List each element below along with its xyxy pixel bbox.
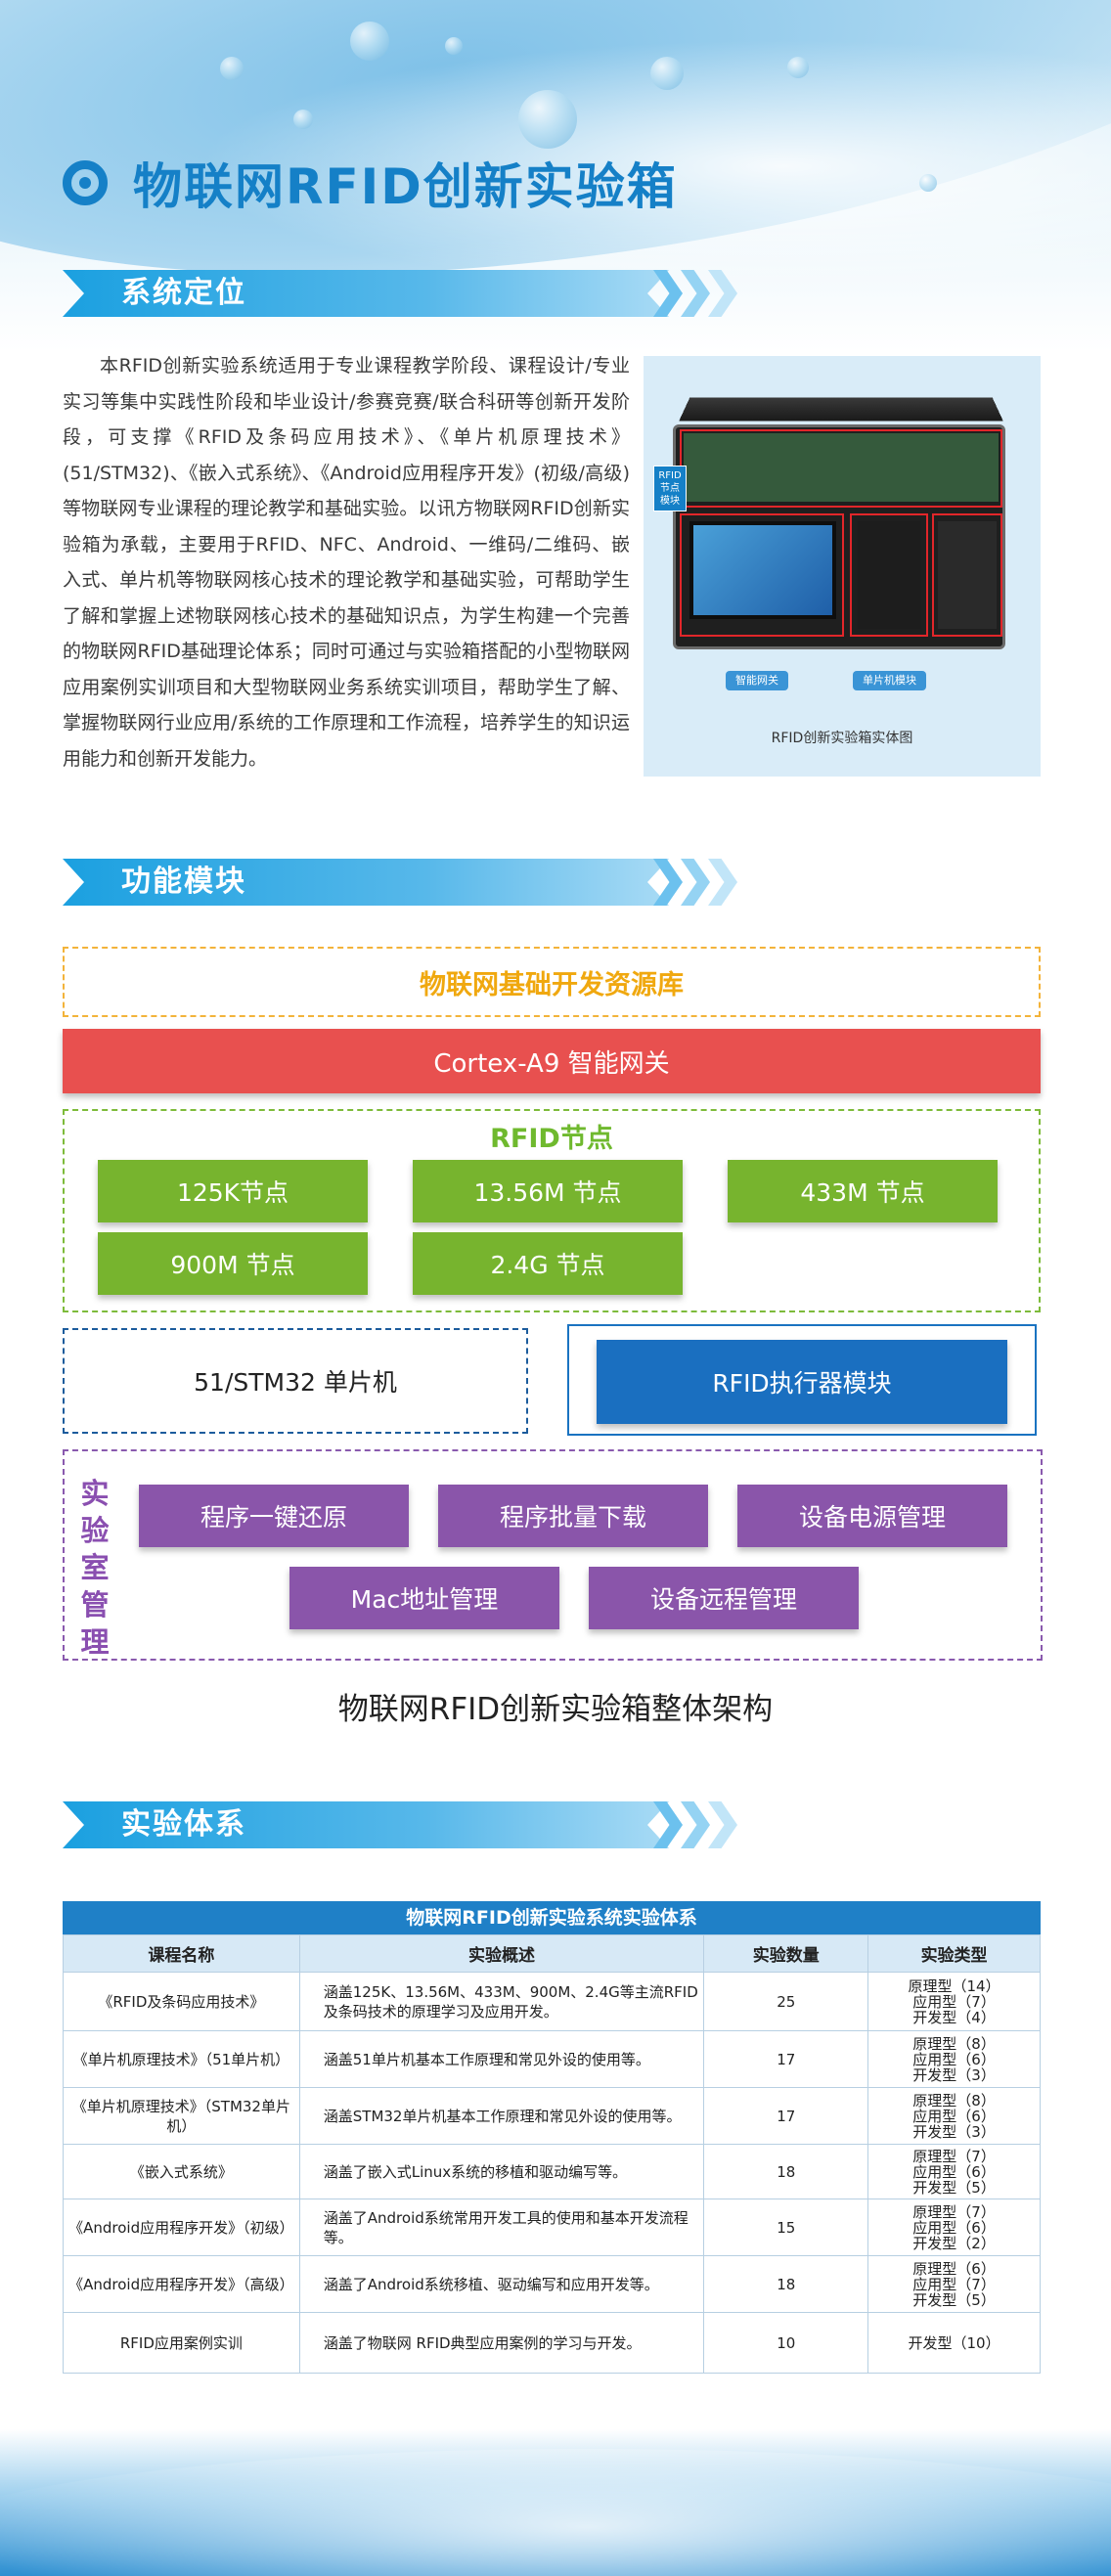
type-entry: 开发型（2） bbox=[912, 2234, 996, 2252]
type-cell: 原理型（8）应用型（6）开发型（3） bbox=[867, 2087, 1041, 2145]
table-header: 课程名称 bbox=[63, 1934, 300, 1973]
table-row: 《Android应用程序开发》（初级）涵盖了Android系统常用开发工具的使用… bbox=[63, 2198, 1041, 2256]
type-cell: 原理型（8）应用型（6）开发型（3） bbox=[867, 2030, 1041, 2088]
footer-background bbox=[0, 2429, 1111, 2576]
count-cell: 17 bbox=[703, 2087, 869, 2145]
executor-box: RFID执行器模块 bbox=[567, 1324, 1037, 1436]
node-125k: 125K节点 bbox=[98, 1160, 368, 1222]
type-entry: 开发型（3） bbox=[912, 2065, 996, 2084]
description-cell: 涵盖了嵌入式Linux系统的移植和驱动编写等。 bbox=[298, 2144, 705, 2199]
section-title: 功能模块 bbox=[121, 865, 246, 899]
resource-library-box: 物联网基础开发资源库 bbox=[63, 947, 1041, 1017]
course-name-cell: 《单片机原理技术》（STM32单片机） bbox=[63, 2087, 300, 2145]
course-name-cell: RFID应用案例实训 bbox=[63, 2312, 300, 2374]
description-cell: 涵盖了Android系统常用开发工具的使用和基本开发流程等。 bbox=[298, 2198, 705, 2256]
lab-item-restore: 程序一键还原 bbox=[139, 1485, 409, 1547]
lab-group-title: 实验室管理 bbox=[80, 1477, 110, 1659]
section-title: 系统定位 bbox=[121, 276, 246, 310]
type-entry: 应用型（7） bbox=[912, 1992, 996, 2011]
rfid-node-group: RFID节点 125K节点 13.56M 节点 433M 节点 900M 节点 … bbox=[63, 1109, 1041, 1312]
type-entry: 开发型（5） bbox=[912, 2290, 996, 2309]
table-row: 《单片机原理技术》（STM32单片机）涵盖STM32单片机基本工作原理和常见外设… bbox=[63, 2087, 1041, 2145]
tag-gateway: 智能网关 bbox=[726, 671, 788, 690]
page-title-row: 物联网RFID创新实验箱 bbox=[63, 149, 678, 217]
architecture-caption: 物联网RFID创新实验箱整体架构 bbox=[337, 1692, 774, 1727]
type-entry: 原理型（7） bbox=[912, 2147, 996, 2165]
lab-item-batch-download: 程序批量下载 bbox=[438, 1485, 708, 1547]
table-row: 《Android应用程序开发》（高级）涵盖了Android系统移植、驱动编写和应… bbox=[63, 2255, 1041, 2313]
section-header-modules: 功能模块 bbox=[63, 859, 767, 906]
node-13-56m: 13.56M 节点 bbox=[413, 1160, 683, 1222]
type-cell: 原理型（6）应用型（7）开发型（5） bbox=[867, 2255, 1041, 2313]
page-title: 物联网RFID创新实验箱 bbox=[133, 158, 678, 215]
description-cell: 涵盖125K、13.56M、433M、900M、2.4G等主流RFID及条码技术… bbox=[298, 1972, 705, 2031]
table-header: 实验类型 bbox=[867, 1934, 1041, 1973]
table-header: 实验数量 bbox=[703, 1934, 869, 1973]
description-cell: 涵盖了Android系统移植、驱动编写和应用开发等。 bbox=[298, 2255, 705, 2313]
count-cell: 25 bbox=[703, 1972, 869, 2031]
photo-caption: RFID创新实验箱实体图 bbox=[771, 731, 913, 746]
tag-rfid-node: RFID节点模块 bbox=[653, 466, 687, 511]
section-header-system: 实验体系 bbox=[63, 1801, 767, 1848]
intro-paragraph: 本RFID创新实验系统适用于专业课程教学阶段、课程设计/专业实习等集中实践性阶段… bbox=[63, 355, 630, 770]
type-entry: 原理型（7） bbox=[912, 2202, 996, 2221]
lab-management-group: 实验室管理 程序一键还原 程序批量下载 设备电源管理 Mac地址管理 设备远程管… bbox=[63, 1449, 1043, 1661]
description-cell: 涵盖了物联网 RFID典型应用案例的学习与开发。 bbox=[298, 2312, 705, 2374]
rfid-group-title: RFID节点 bbox=[490, 1124, 613, 1154]
type-entry: 开发型（5） bbox=[912, 2178, 996, 2197]
lab-item-power: 设备电源管理 bbox=[737, 1485, 1007, 1547]
table-header: 实验概述 bbox=[298, 1934, 705, 1973]
type-entry: 应用型（6） bbox=[912, 2050, 996, 2068]
type-entry: 原理型（8） bbox=[912, 2034, 996, 2053]
mcu-box: 51/STM32 单片机 bbox=[63, 1328, 528, 1434]
course-name-cell: 《嵌入式系统》 bbox=[63, 2144, 300, 2199]
description-cell: 涵盖51单片机基本工作原理和常见外设的使用等。 bbox=[298, 2030, 705, 2088]
count-cell: 18 bbox=[703, 2144, 869, 2199]
node-433m: 433M 节点 bbox=[728, 1160, 998, 1222]
type-entry: 应用型（6） bbox=[912, 2218, 996, 2237]
lab-item-remote: 设备远程管理 bbox=[589, 1567, 859, 1629]
type-entry: 开发型（3） bbox=[912, 2122, 996, 2141]
count-cell: 18 bbox=[703, 2255, 869, 2313]
target-icon bbox=[63, 160, 108, 205]
type-entry: 开发型（10） bbox=[908, 2333, 1000, 2352]
count-cell: 10 bbox=[703, 2312, 869, 2374]
type-entry: 开发型（4） bbox=[912, 2008, 996, 2026]
type-cell: 原理型（7）应用型（6）开发型（5） bbox=[867, 2144, 1041, 2199]
executor-module: RFID执行器模块 bbox=[597, 1340, 1007, 1424]
description-cell: 涵盖STM32单片机基本工作原理和常见外设的使用等。 bbox=[298, 2087, 705, 2145]
type-cell: 开发型（10） bbox=[867, 2312, 1041, 2374]
type-cell: 原理型（7）应用型（6）开发型（2） bbox=[867, 2198, 1041, 2256]
count-cell: 17 bbox=[703, 2030, 869, 2088]
lab-item-mac: Mac地址管理 bbox=[289, 1567, 559, 1629]
node-900m: 900M 节点 bbox=[98, 1232, 368, 1295]
type-entry: 应用型（6） bbox=[912, 2107, 996, 2125]
course-name-cell: 《RFID及条码应用技术》 bbox=[63, 1972, 300, 2031]
type-entry: 原理型（6） bbox=[912, 2259, 996, 2278]
type-entry: 原理型（14） bbox=[908, 1976, 1000, 1995]
type-cell: 原理型（14）应用型（7）开发型（4） bbox=[867, 1972, 1041, 2031]
table-row: 《单片机原理技术》（51单片机）涵盖51单片机基本工作原理和常见外设的使用等。1… bbox=[63, 2030, 1041, 2088]
course-name-cell: 《单片机原理技术》（51单片机） bbox=[63, 2030, 300, 2088]
type-entry: 原理型（8） bbox=[912, 2091, 996, 2110]
product-photo: RFID节点模块 智能网关 单片机模块 RFID创新实验箱实体图 bbox=[644, 356, 1041, 777]
section-title: 实验体系 bbox=[121, 1807, 246, 1842]
table-row: RFID应用案例实训涵盖了物联网 RFID典型应用案例的学习与开发。10 开发型（… bbox=[63, 2312, 1041, 2374]
table-title: 物联网RFID创新实验系统实验体系 bbox=[63, 1901, 1041, 1934]
tag-mcu: 单片机模块 bbox=[853, 671, 926, 690]
type-entry: 应用型（6） bbox=[912, 2162, 996, 2181]
gateway-box: Cortex-A9 智能网关 bbox=[63, 1029, 1041, 1093]
course-name-cell: 《Android应用程序开发》（高级） bbox=[63, 2255, 300, 2313]
course-name-cell: 《Android应用程序开发》（初级） bbox=[63, 2198, 300, 2256]
section-header-positioning: 系统定位 bbox=[63, 270, 767, 317]
experiment-table: 课程名称 实验概述 实验数量 实验类型 《RFID及条码应用技术》涵盖125K、… bbox=[63, 1934, 1041, 2374]
count-cell: 15 bbox=[703, 2198, 869, 2256]
table-header-row: 课程名称 实验概述 实验数量 实验类型 bbox=[63, 1934, 1041, 1973]
node-2-4g: 2.4G 节点 bbox=[413, 1232, 683, 1295]
type-entry: 应用型（7） bbox=[912, 2275, 996, 2293]
table-row: 《RFID及条码应用技术》涵盖125K、13.56M、433M、900M、2.4… bbox=[63, 1972, 1041, 2031]
